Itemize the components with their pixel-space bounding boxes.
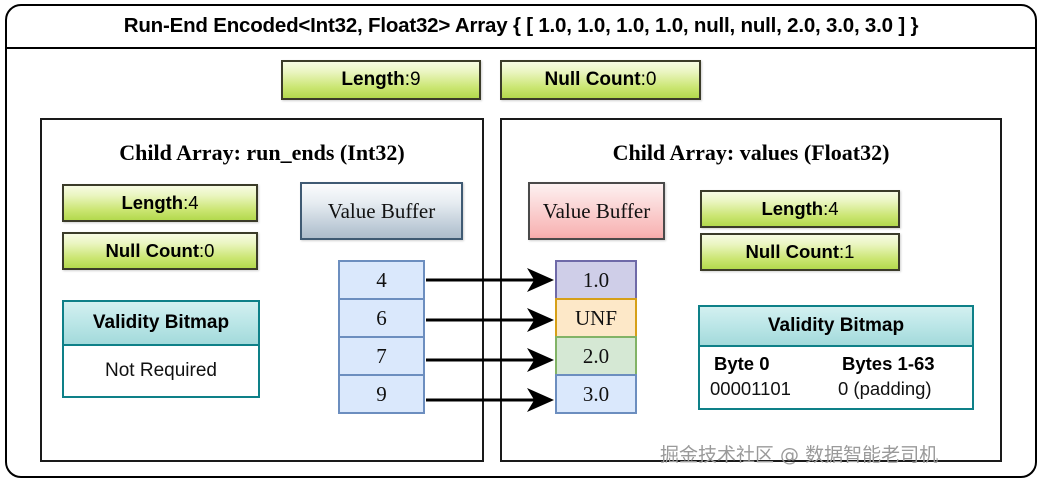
- badge-values-null-count-sep: :: [839, 241, 845, 262]
- badge-values-null-count: Null Count : 1: [700, 233, 900, 271]
- badge-values-null-count-value: 1: [844, 241, 855, 262]
- validity-bitmap-col-header-byte0: Byte 0: [714, 353, 770, 374]
- value-buffer-run-ends: Value Buffer: [300, 182, 463, 240]
- badge-values-length-value: 4: [828, 198, 839, 219]
- value-buffer-run-ends-label: Value Buffer: [327, 198, 436, 223]
- validity-bitmap-values-header: Validity Bitmap: [700, 307, 972, 347]
- panel-child-array-values: Child Array: values (Float32): [500, 118, 1002, 462]
- badge-run-ends-length-label: Length: [121, 192, 184, 213]
- validity-bitmap-run-ends-body: Not Required: [64, 346, 258, 396]
- badge-array-length-sep: :: [404, 69, 411, 90]
- badge-array-null-count: Null Count : 0: [500, 60, 701, 100]
- badge-array-length-value: 9: [410, 69, 421, 90]
- badge-run-ends-null-count-sep: :: [199, 240, 205, 261]
- validity-bitmap-col-header-bytes1to63: Bytes 1-63: [842, 353, 935, 374]
- badge-array-null-count-sep: :: [640, 69, 646, 90]
- badge-values-length: Length : 4: [700, 190, 900, 228]
- badge-values-length-label: Length: [761, 198, 824, 219]
- diagram-title-bar: Run-End Encoded<Int32, Float32> Array { …: [5, 4, 1037, 49]
- badge-array-null-count-value: 0: [645, 69, 657, 90]
- value-buffer-values: Value Buffer: [528, 182, 665, 240]
- panel-run-ends-title: Child Array: run_ends (Int32): [119, 140, 405, 165]
- validity-bitmap-value-bytes1to63: 0 (padding): [838, 378, 932, 399]
- run-end-cell: 6: [338, 298, 425, 338]
- value-cell: 3.0: [555, 374, 637, 414]
- run-end-cell: 7: [338, 336, 425, 376]
- badge-values-null-count-label: Null Count: [745, 241, 840, 262]
- run-end-cell: 9: [338, 374, 425, 414]
- badge-run-ends-null-count-value: 0: [204, 240, 215, 261]
- value-cell: 1.0: [555, 260, 637, 300]
- badge-run-ends-length: Length : 4: [62, 184, 258, 222]
- value-cell: UNF: [555, 298, 637, 338]
- value-buffer-values-label: Value Buffer: [542, 198, 651, 223]
- watermark: 掘金技术社区 @ 数据智能老司机: [660, 444, 939, 466]
- badge-array-null-count-label: Null Count: [544, 69, 641, 90]
- value-cell: 2.0: [555, 336, 637, 376]
- badge-run-ends-length-value: 4: [188, 192, 199, 213]
- badge-run-ends-null-count: Null Count : 0: [62, 232, 258, 270]
- page-title: Run-End Encoded<Int32, Float32> Array { …: [123, 13, 919, 37]
- validity-bitmap-values: Validity Bitmap Byte 0 Bytes 1-63 000011…: [698, 305, 974, 410]
- badge-array-length: Length : 9: [281, 60, 481, 100]
- panel-values-title: Child Array: values (Float32): [612, 140, 890, 165]
- badge-array-length-label: Length: [341, 69, 405, 90]
- badge-run-ends-null-count-label: Null Count: [105, 240, 200, 261]
- validity-bitmap-run-ends: Validity Bitmap Not Required: [62, 300, 260, 398]
- validity-bitmap-run-ends-header: Validity Bitmap: [64, 302, 258, 346]
- validity-bitmap-value-byte0: 00001101: [710, 378, 791, 399]
- panel-child-array-run-ends: Child Array: run_ends (Int32): [40, 118, 484, 462]
- badge-run-ends-length-sep: :: [183, 192, 189, 213]
- validity-bitmap-values-grid: Byte 0 Bytes 1-63 00001101 0 (padding): [700, 347, 972, 408]
- badge-values-length-sep: :: [823, 198, 829, 219]
- run-end-cell: 4: [338, 260, 425, 300]
